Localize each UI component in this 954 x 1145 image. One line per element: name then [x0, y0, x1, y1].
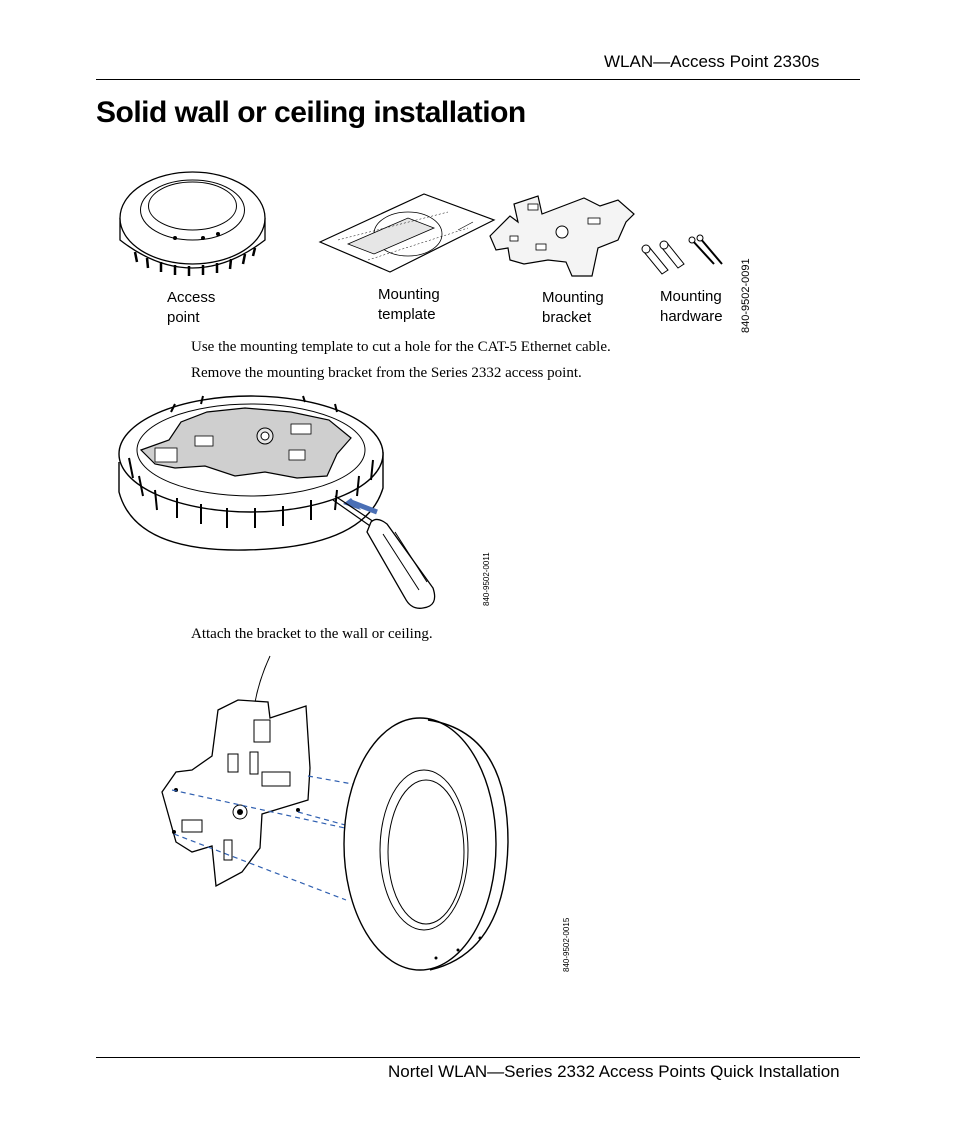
page-title: Solid wall or ceiling installation [96, 96, 526, 129]
header-rule [96, 79, 860, 80]
step-1-text: Use the mounting template to cut a hole … [191, 339, 611, 355]
running-header: WLAN—Access Point 2330s [604, 52, 820, 71]
footer-rule [96, 1057, 860, 1058]
mounting-template-illustration [318, 193, 496, 273]
figure1-part-number: 840-9502-0091 [740, 258, 752, 333]
access-point-bottom-illustration [118, 395, 436, 609]
running-footer: Nortel WLAN—Series 2332 Access Points Qu… [388, 1062, 840, 1081]
mounting-bracket-illustration [489, 195, 635, 277]
step-3-text: Attach the bracket to the wall or ceilin… [191, 626, 433, 642]
figure3-part-number: 840-9502-0015 [562, 917, 571, 972]
access-point-illustration [119, 171, 266, 276]
mounting-hardware-illustration [641, 234, 723, 275]
figure2-part-number: 840-9502-0011 [482, 552, 491, 606]
step-2-text: Remove the mounting bracket from the Ser… [191, 365, 582, 381]
bracket-and-access-point-illustration [161, 655, 509, 971]
